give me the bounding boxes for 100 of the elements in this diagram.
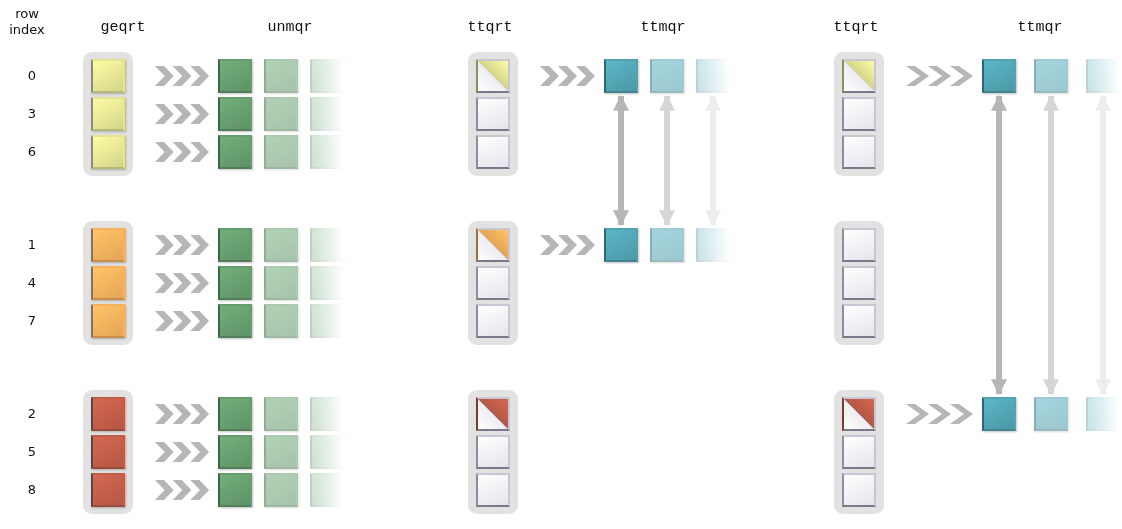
tile (842, 473, 876, 507)
tile (218, 473, 252, 507)
tile-group-panel (83, 52, 133, 176)
double-arrow (1095, 94, 1111, 396)
tile (310, 397, 344, 431)
chevron-arrow (906, 404, 973, 424)
tile (218, 397, 252, 431)
double-arrow (1043, 94, 1059, 396)
tile (310, 135, 344, 169)
tile (1086, 59, 1120, 93)
double-arrow (613, 94, 629, 227)
tile (218, 266, 252, 300)
tile (91, 435, 125, 469)
tile-group-panel (834, 390, 884, 514)
tile (264, 266, 298, 300)
row-number: 8 (27, 481, 37, 499)
tile (91, 473, 125, 507)
chevron-arrow (906, 66, 973, 86)
row-number: 7 (27, 312, 37, 330)
column-header: ttqrt (467, 18, 513, 36)
tile (842, 135, 876, 169)
tile (476, 304, 510, 338)
tile (842, 97, 876, 131)
row-header: row index (8, 5, 46, 39)
tile (218, 304, 252, 338)
tile (91, 266, 125, 300)
tile (650, 59, 684, 93)
row-number: 3 (27, 105, 37, 123)
tile (476, 97, 510, 131)
chevron-arrow (155, 480, 209, 500)
tile (696, 59, 730, 93)
tile (264, 97, 298, 131)
chevron-arrow (540, 66, 595, 86)
column-header: unmqr (267, 18, 313, 36)
tile-group-panel (834, 221, 884, 345)
double-arrow (991, 94, 1007, 396)
tile (264, 59, 298, 93)
tile (218, 97, 252, 131)
chevron-arrow (155, 311, 209, 331)
tile (218, 435, 252, 469)
tile (604, 228, 638, 262)
double-arrow (659, 94, 675, 227)
split-tile (842, 228, 876, 262)
tile (310, 59, 344, 93)
column-header: ttmqr (640, 18, 686, 36)
tile (264, 435, 298, 469)
tile-group-panel (468, 390, 518, 514)
tile (1034, 397, 1068, 431)
tile-group-panel (468, 52, 518, 176)
row-number: 1 (27, 236, 37, 254)
tile (842, 266, 876, 300)
tile (310, 97, 344, 131)
tile (91, 397, 125, 431)
tile (476, 135, 510, 169)
tile (1086, 397, 1120, 431)
tile (264, 304, 298, 338)
tile (842, 304, 876, 338)
tile (264, 473, 298, 507)
tile (218, 59, 252, 93)
tile (476, 266, 510, 300)
tile (91, 97, 125, 131)
tile-group-panel (83, 390, 133, 514)
tile (310, 228, 344, 262)
tile (650, 228, 684, 262)
tile (982, 397, 1016, 431)
tile (264, 397, 298, 431)
chevron-arrow (540, 235, 595, 255)
tile (91, 59, 125, 93)
tile (310, 473, 344, 507)
row-number: 5 (27, 443, 37, 461)
tile (696, 228, 730, 262)
tile-group-panel (83, 221, 133, 345)
chevron-arrow (155, 273, 209, 293)
tile (476, 435, 510, 469)
chevron-arrow (155, 66, 209, 86)
tile-group-panel (834, 52, 884, 176)
tile (842, 435, 876, 469)
row-number: 6 (27, 143, 37, 161)
tile (218, 135, 252, 169)
tile-group-panel (468, 221, 518, 345)
chevron-arrow (155, 235, 209, 255)
tile (604, 59, 638, 93)
tile (91, 304, 125, 338)
tile (91, 228, 125, 262)
chevron-arrow (155, 404, 209, 424)
split-tile (842, 397, 876, 431)
split-tile (476, 228, 510, 262)
tile (218, 228, 252, 262)
chevron-arrow (155, 104, 209, 124)
row-number: 2 (27, 405, 37, 423)
split-tile (842, 59, 876, 93)
column-header: ttmqr (1017, 18, 1063, 36)
tile (982, 59, 1016, 93)
tile (310, 435, 344, 469)
row-number: 4 (27, 274, 37, 292)
row-number: 0 (27, 67, 37, 85)
tile (1034, 59, 1068, 93)
chevron-arrow (155, 442, 209, 462)
tile (264, 135, 298, 169)
tile (310, 304, 344, 338)
